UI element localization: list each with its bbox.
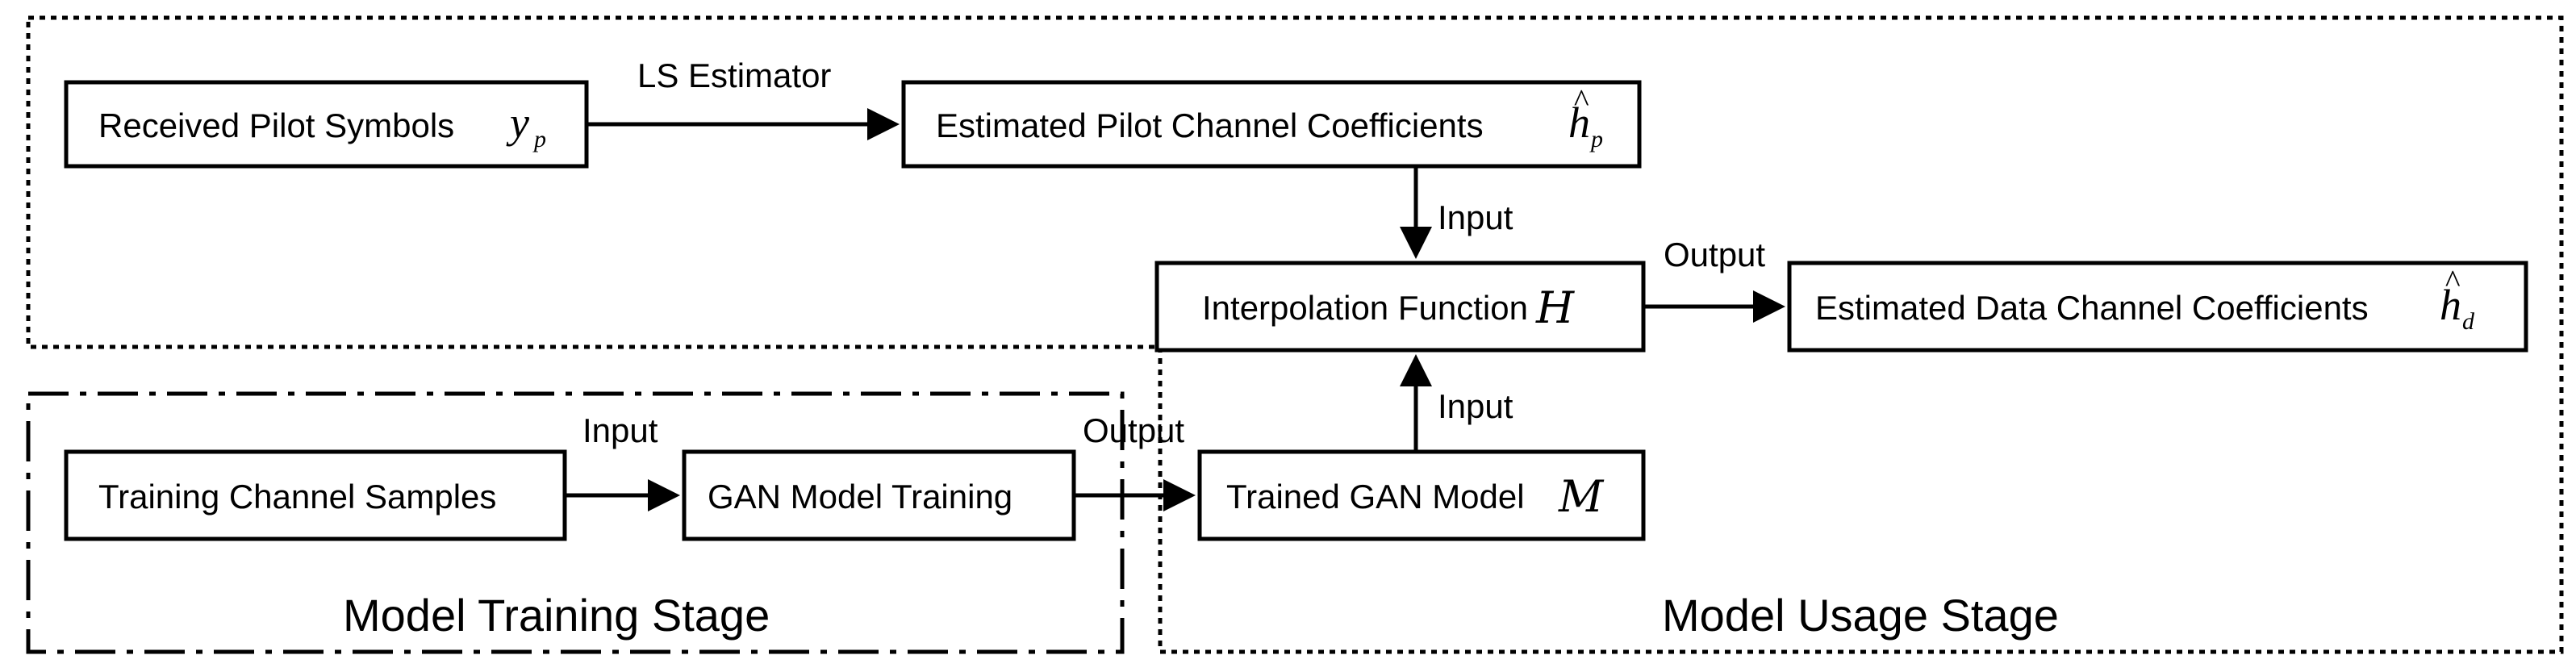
gan-training-label: GAN Model Training [708, 478, 1012, 515]
training-samples-label: Training Channel Samples [98, 478, 496, 515]
gan-output-label: Output [1083, 411, 1184, 449]
received-pilot-symbols-box [64, 80, 589, 169]
estimated-pilot-coefficients-box [901, 80, 1642, 169]
trained-gan-symbol: M [1558, 471, 1605, 522]
estimated-data-label: Estimated Data Channel Coefficients [1815, 289, 2369, 327]
estimated-pilot-symbol: h [1568, 98, 1590, 147]
estimated-pilot-hat: ^ [1573, 82, 1589, 119]
model-usage-stage-region [26, 15, 2564, 654]
estimated-data-hat: ^ [2444, 263, 2461, 299]
training-channel-samples-box [64, 449, 567, 541]
received-pilot-symbol: y [506, 98, 529, 147]
model-input-label: Input [1438, 387, 1513, 425]
model-usage-stage-label: Model Usage Stage [1662, 590, 2059, 641]
interpolation-symbol: H [1535, 282, 1575, 333]
estimated-data-coefficients-box [1787, 261, 2528, 353]
received-pilot-label: Received Pilot Symbols [98, 106, 454, 144]
interpolation-label: Interpolation Function [1202, 289, 1528, 327]
estimated-data-subscript: d [2462, 308, 2475, 335]
estimated-data-symbol: h [2440, 281, 2461, 329]
received-pilot-subscript: p [532, 126, 546, 152]
trained-gan-model-box [1197, 449, 1646, 541]
pilot-input-label: Input [1438, 198, 1513, 236]
interp-output-label: Output [1664, 236, 1765, 273]
estimated-pilot-label: Estimated Pilot Channel Coefficients [936, 106, 1484, 144]
estimated-pilot-subscript: p [1589, 126, 1603, 152]
samples-input-label: Input [582, 411, 658, 449]
gan-model-training-box [682, 449, 1076, 541]
model-training-stage-label: Model Training Stage [343, 590, 770, 641]
trained-gan-label: Trained GAN Model [1226, 478, 1525, 515]
model-training-stage-region [26, 391, 1125, 654]
ls-estimator-label: LS Estimator [637, 56, 831, 94]
